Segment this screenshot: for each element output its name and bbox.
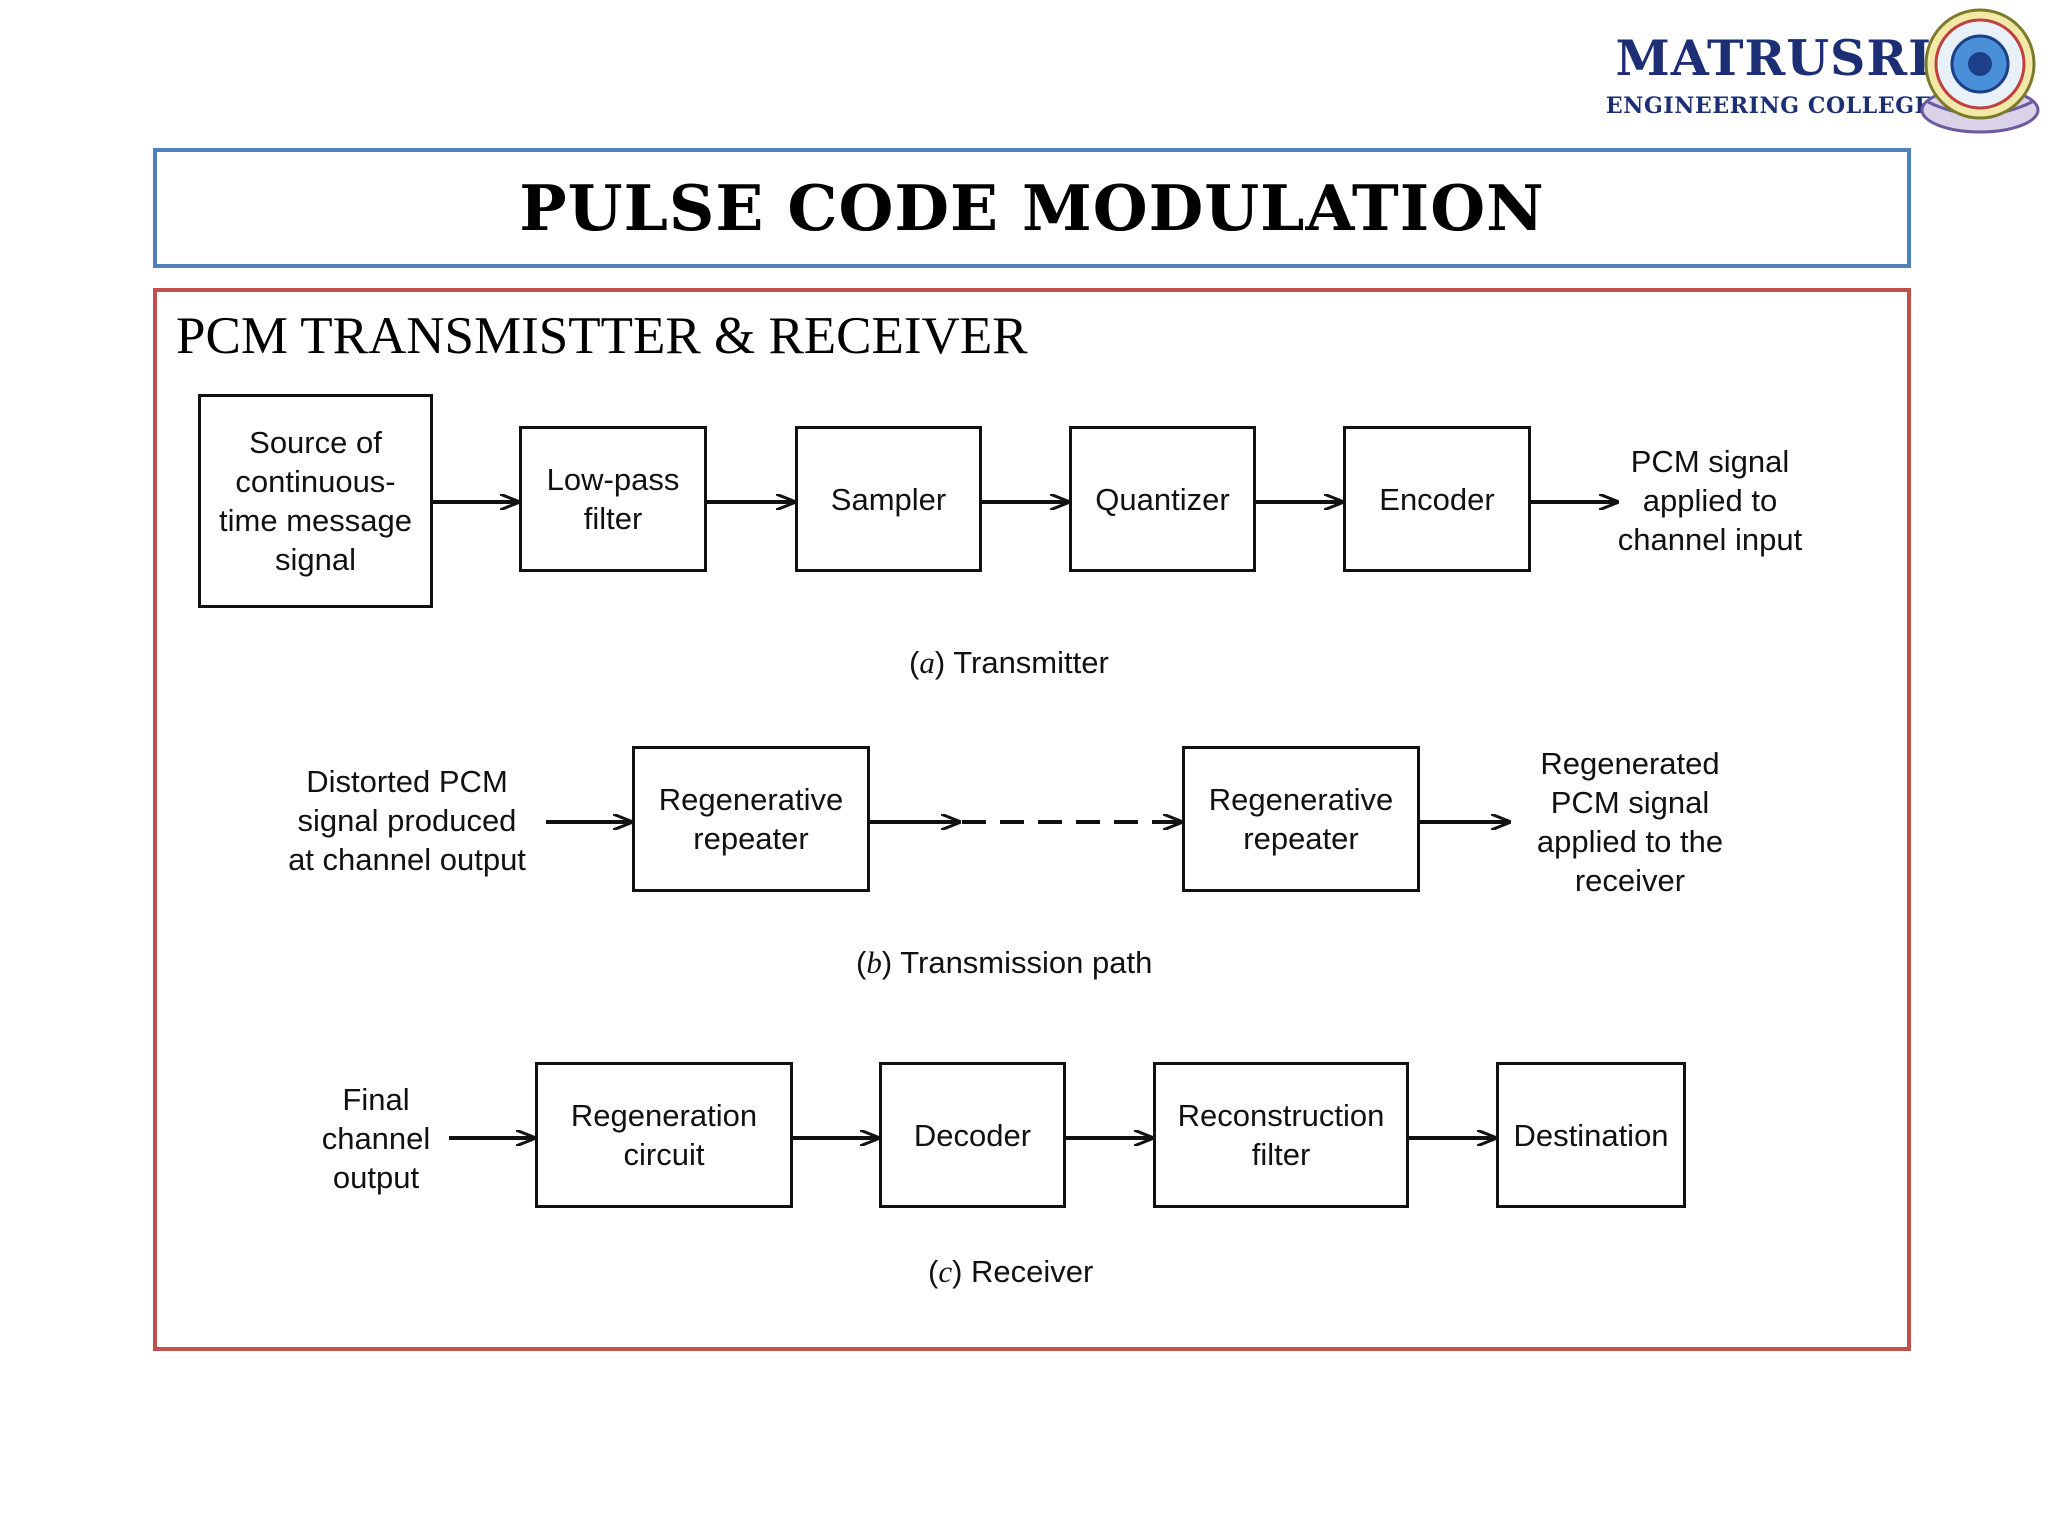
block-reconstruction-filter: Reconstruction filter [1153,1062,1409,1208]
block-regeneration-circuit: Regeneration circuit [535,1062,793,1208]
caption-text-transmitter: Transmitter [953,645,1109,680]
caption-transmitter: (a) Transmitter [909,645,1109,680]
title-box: PULSE CODE MODULATION [153,148,1911,268]
slide-subtitle: PCM TRANSMISTTER & RECEIVER [176,307,1028,365]
caption-transmission-path: (b) Transmission path [856,945,1153,980]
label-final-channel-output: Final channel output [321,1082,431,1195]
block-destination: Destination [1496,1062,1686,1208]
caption-receiver: (c) Receiver [928,1254,1094,1289]
block-repeater-2: Regenerative repeater [1182,746,1420,892]
block-decoder: Decoder [879,1062,1066,1208]
label-regenerated-output: Regenerated PCM signal applied to the re… [1536,746,1724,898]
slide-title: PULSE CODE MODULATION [519,171,1545,245]
caption-letter-a: a [919,645,935,680]
block-sampler: Sampler [795,426,982,572]
label-distorted-input: Distorted PCM signal produced at channel… [288,764,526,877]
block-low-pass-filter: Low-pass filter [519,426,707,572]
caption-text-transmission-path: Transmission path [900,945,1153,980]
caption-text-receiver: Receiver [971,1254,1094,1289]
block-quantizer: Quantizer [1069,426,1256,572]
block-encoder: Encoder [1343,426,1531,572]
college-brand: MATRUSRI ENGINEERING COLLEGE [1605,29,1932,120]
caption-letter-c: c [938,1254,953,1289]
college-seal-icon [1920,8,2040,134]
label-pcm-output: PCM signal applied to channel input [1617,444,1803,557]
caption-letter-b: b [866,945,882,980]
college-name: MATRUSRI [1615,29,1932,87]
college-subname: ENGINEERING COLLEGE [1605,93,1932,119]
content-box [153,288,1911,1351]
block-repeater-1: Regenerative repeater [632,746,870,892]
block-message-source: Source of continuous- time message signa… [198,394,433,608]
